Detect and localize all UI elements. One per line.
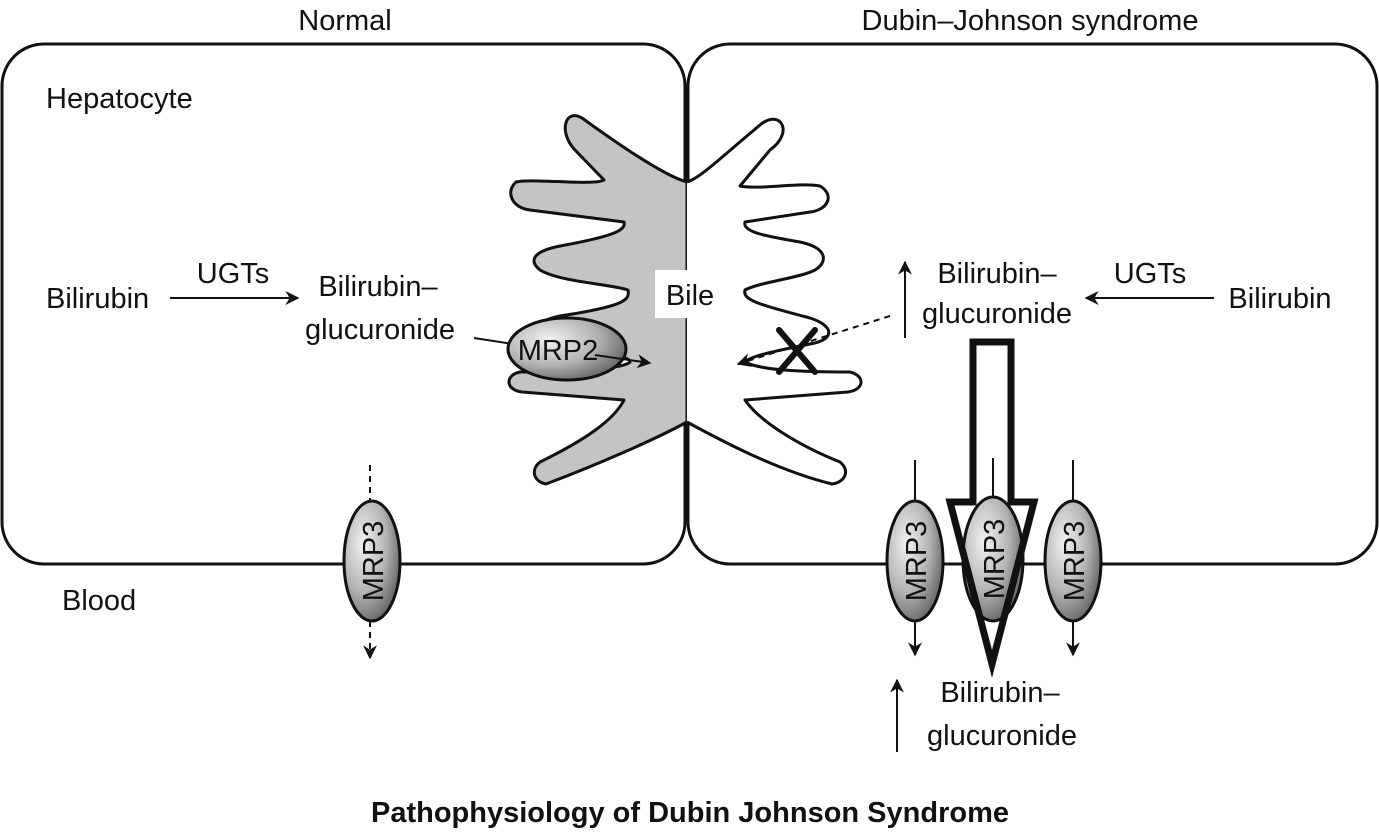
dj-upregulation-big-arrow xyxy=(945,338,1039,678)
normal-mrp3-label: MRP3 xyxy=(358,521,390,602)
bile-label: Bile xyxy=(666,280,714,312)
normal-bg-line2: glucuronide xyxy=(305,314,455,346)
header-dubin-johnson: Dubin–Johnson syndrome xyxy=(862,5,1199,37)
dj-mrp3-a-label: MRP3 xyxy=(901,521,933,602)
dj-bg-line2: glucuronide xyxy=(922,298,1072,330)
dj-bg-line1: Bilirubin– xyxy=(937,258,1057,290)
dj-mrp3-b-label: MRP3 xyxy=(979,519,1011,600)
dj-ugts-label: UGTs xyxy=(1114,258,1187,290)
mrp2-label: MRP2 xyxy=(518,335,599,367)
normal-bg-line1: Bilirubin– xyxy=(318,271,438,303)
footer-title: Pathophysiology of Dubin Johnson Syndrom… xyxy=(371,797,1009,829)
header-normal: Normal xyxy=(298,5,391,37)
bile-canaliculus-dj xyxy=(686,117,863,486)
dj-blood-bg-line2: glucuronide xyxy=(927,720,1077,752)
dj-mrp3-c-label: MRP3 xyxy=(1059,521,1091,602)
dj-blocked-efflux-arrow xyxy=(736,315,891,367)
mrp2-transporter xyxy=(506,316,628,382)
bile-label-box xyxy=(655,270,725,318)
blocked-x-icon xyxy=(776,327,818,375)
blood-label: Blood xyxy=(62,585,136,617)
normal-bilirubin-label: Bilirubin xyxy=(46,283,149,315)
dj-bilirubin-label: Bilirubin xyxy=(1228,283,1331,315)
normal-ugts-label: UGTs xyxy=(197,258,270,290)
hepatocyte-label: Hepatocyte xyxy=(46,83,193,115)
mrp2-efflux-arrow xyxy=(594,354,652,369)
dj-blood-bg-line1: Bilirubin– xyxy=(940,677,1060,709)
bile-canaliculus-normal xyxy=(507,114,689,486)
normal-mrp3-transporter xyxy=(342,499,402,623)
